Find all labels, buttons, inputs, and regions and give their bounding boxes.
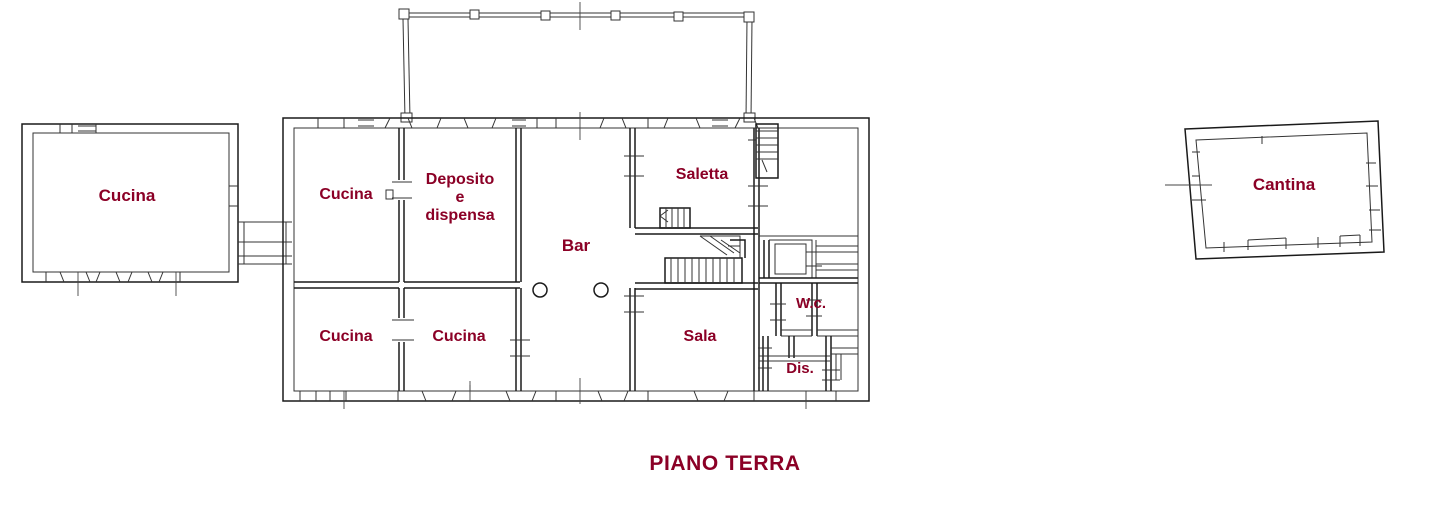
room-label-bar: Bar bbox=[561, 236, 591, 255]
round-column bbox=[593, 282, 609, 298]
room-label-saletta: Saletta bbox=[675, 166, 729, 183]
pergola-column bbox=[398, 8, 410, 20]
passage-corridor bbox=[238, 221, 292, 265]
room-label-wc: W.c. bbox=[795, 295, 826, 312]
pergola-column bbox=[743, 11, 755, 23]
cantina-building bbox=[1165, 120, 1385, 260]
room-label-disimpegno: Dis. bbox=[786, 360, 814, 377]
small-stair bbox=[659, 207, 691, 229]
page-title: PIANO TERRA bbox=[649, 452, 801, 475]
room-label-cucina-upper-left: Cucina bbox=[319, 186, 373, 203]
round-columns bbox=[532, 282, 609, 298]
round-column bbox=[532, 282, 548, 298]
pergola-column bbox=[540, 10, 551, 21]
room-label-cucina-lower-left: Cucina bbox=[319, 328, 373, 345]
main-building-envelope bbox=[282, 117, 870, 402]
pergola-portico bbox=[398, 2, 756, 123]
service-block bbox=[758, 235, 859, 391]
room-label-cantina: Cantina bbox=[1252, 175, 1316, 194]
top-wall-openings bbox=[317, 112, 759, 140]
room-label-sala: Sala bbox=[683, 328, 717, 345]
room-label-deposito-dispensa: Deposito e dispensa bbox=[425, 171, 495, 224]
cucina-annex-building bbox=[21, 123, 239, 296]
pergola-column bbox=[469, 9, 480, 20]
pergola-column bbox=[673, 11, 684, 22]
main-staircase bbox=[664, 235, 746, 284]
bottom-wall-openings bbox=[299, 378, 837, 409]
secondary-staircase bbox=[748, 123, 779, 179]
room-label-cucina-annex: Cucina bbox=[98, 186, 156, 205]
pergola-column bbox=[610, 10, 621, 21]
room-label-cucina-lower-right: Cucina bbox=[432, 328, 486, 345]
